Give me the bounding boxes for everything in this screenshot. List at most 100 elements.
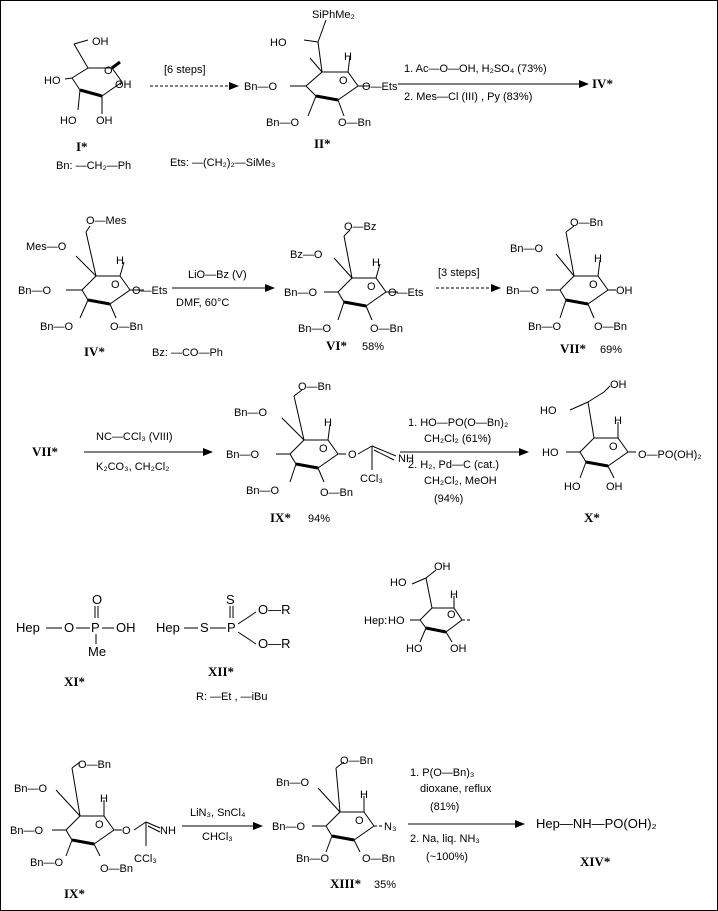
XII-bond-4	[237, 631, 257, 645]
IX-h: H	[324, 417, 332, 429]
hep-ho-left: HO	[388, 615, 405, 627]
compound-II-structure	[290, 19, 370, 117]
VI-obn-bottom: O—Bn	[370, 323, 403, 335]
IV-bno-left: Bn—O	[18, 285, 51, 297]
arrow-6-line3: 2. H₂, Pd—C (cat.)	[408, 459, 499, 471]
XII-hep: Hep	[156, 620, 180, 635]
compound-XIV-label: XIV*	[580, 854, 610, 869]
VII-obn-bottom: O—Bn	[594, 321, 627, 333]
IV-oets: O—Ets	[132, 285, 168, 297]
IX2-bno-bottom: Bn—O	[30, 857, 63, 869]
II-siphme2: SiPhMe₂	[312, 9, 355, 21]
arrow-7-line2: CHCl₃	[202, 831, 233, 843]
II-ho: HO	[270, 37, 287, 49]
VII-bno-left: Bn—O	[506, 285, 539, 297]
compound-VI-structure	[324, 229, 398, 321]
compound-VII-structure	[546, 225, 616, 319]
arrow-6-line5: (94%)	[434, 493, 463, 505]
compound-IX-label-2: IX*	[64, 886, 85, 901]
VII-obn-top: O—Bn	[570, 217, 603, 229]
compound-VII-start: VII*	[32, 444, 58, 459]
XI-o-top: O	[92, 592, 102, 607]
hep-ho-top: HO	[390, 577, 407, 589]
compound-VII-label: VII*	[560, 341, 586, 356]
VI-obz: O—Bz	[344, 221, 376, 233]
XI-oh: OH	[116, 620, 136, 635]
VII-oh: OH	[616, 285, 633, 297]
compound-I-label: I*	[76, 139, 88, 154]
VII-ring-o: O	[589, 279, 598, 291]
XII-p: P	[227, 620, 236, 635]
hep-structure	[410, 569, 470, 643]
X-h: H	[614, 415, 622, 427]
XIII-bno-top: Bn—O	[276, 777, 309, 789]
XII-or-top: O—R	[258, 602, 291, 617]
IX-bno-top: Bn—O	[234, 407, 267, 419]
XIII-h: H	[360, 789, 368, 801]
XI-p: P	[91, 620, 100, 635]
II-bno-bottom: Bn—O	[266, 117, 299, 129]
arrow-2-line1: 1. Ac—O—OH, H₂SO₄ (73%)	[404, 63, 547, 75]
XII-or-bottom: O—R	[258, 636, 291, 651]
arrow-3-line2: DMF, 60°C	[176, 297, 229, 309]
X-ho-bottom: HO	[564, 481, 581, 493]
compound-X-structure	[566, 385, 636, 479]
XII-s-top: S	[226, 592, 235, 607]
hep-ho-bottom: HO	[406, 643, 423, 655]
XIII-n3: N₃	[384, 821, 396, 833]
arrow-8-line5: (~100%)	[426, 851, 468, 863]
arrow-8-line1: 1. P(O—Bn)₃	[410, 767, 474, 779]
hep-oh-bottom: OH	[450, 643, 467, 655]
arrow-8-line4: 2. Na, liq. NH₃	[410, 833, 480, 845]
I-oh-top: OH	[92, 36, 109, 48]
XIII-ring-o: O	[355, 815, 364, 827]
IV-omes: O—Mes	[86, 215, 127, 227]
XIV-formula: Hep—NH—PO(OH)₂	[536, 816, 657, 831]
IX-bno-left: Bn—O	[226, 449, 259, 461]
VII-h: H	[594, 253, 602, 265]
XII-bond-3	[237, 611, 257, 625]
arrow-6-line2: CH₂Cl₂ (61%)	[424, 433, 491, 445]
VI-h: H	[372, 257, 380, 269]
VI-bzo: Bz—O	[290, 249, 323, 261]
compound-IX-label: IX*	[270, 510, 291, 525]
IX-obn-bottom: O—Bn	[320, 487, 353, 499]
X-opo3h2: O—PO(OH)₂	[638, 449, 702, 461]
arrow-1-label: [6 steps]	[164, 64, 206, 76]
IX-ring-o: O	[319, 443, 328, 455]
I-ring-o: O	[104, 65, 113, 77]
XI-me: Me	[88, 644, 106, 659]
compound-IV-label: IV*	[84, 344, 105, 359]
IX2-h: H	[100, 793, 108, 805]
VII-bno-bottom: Bn—O	[528, 321, 561, 333]
arrow-4-label: [3 steps]	[438, 267, 480, 279]
VI-bno-bottom: Bn—O	[298, 323, 331, 335]
IV-meso: Mes—O	[26, 241, 67, 253]
IX-obn-top: O—Bn	[298, 381, 331, 393]
XI-hep: Hep	[16, 620, 40, 635]
IX2-obn-top: O—Bn	[78, 759, 111, 771]
I-oh-right: OH	[115, 79, 132, 91]
II-ring-o: O	[339, 75, 348, 87]
IX-ccl3: CCl₃	[360, 473, 383, 485]
hep-ring-o: O	[447, 609, 456, 621]
X-ring-o: O	[609, 441, 618, 453]
XII-s: S	[200, 620, 209, 635]
compound-IV-target: IV*	[592, 76, 613, 91]
compound-XII-label: XII*	[208, 664, 234, 679]
compound-X-label: X*	[584, 510, 600, 525]
VI-ring-o: O	[367, 281, 376, 293]
IX-yield: 94%	[308, 513, 330, 525]
II-oets: O—Ets	[362, 81, 398, 93]
arrow-5-line2: K₂CO₃, CH₂Cl₂	[96, 461, 170, 473]
XI-o: O	[64, 620, 74, 635]
IX2-obn-bottom: O—Bn	[100, 863, 133, 875]
hep-h: H	[450, 589, 458, 601]
IV-ring-o: O	[111, 279, 120, 291]
II-obn-bottom: O—Bn	[338, 117, 371, 129]
IX2-ring-o: O	[95, 819, 104, 831]
X-ho-top: HO	[540, 405, 557, 417]
XIII-bno-bottom: Bn—O	[296, 853, 329, 865]
VI-bno-left: Bn—O	[284, 287, 317, 299]
